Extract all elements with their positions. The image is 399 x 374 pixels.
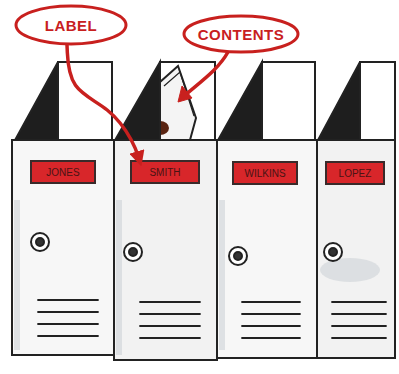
box-top-triangle	[217, 62, 262, 142]
callout-text: CONTENTS	[198, 26, 285, 43]
box-back-panel	[360, 62, 395, 142]
finger-hole	[124, 243, 142, 261]
name-label-plate: JONES	[30, 160, 96, 184]
box-top-triangle	[317, 62, 360, 142]
box-shadow	[320, 258, 380, 282]
finger-hole-core	[129, 248, 137, 256]
box-top-triangle	[14, 62, 58, 142]
vent-slot-group	[140, 302, 200, 338]
vent-slot-group	[38, 300, 98, 336]
contents-leader-line	[184, 52, 228, 96]
box-back-panel	[262, 62, 315, 142]
name-label-plate: SMITH	[130, 160, 200, 184]
box-top-triangle	[114, 62, 160, 142]
vent-slots	[38, 300, 386, 338]
box-front-panel	[217, 140, 317, 358]
box-shading	[14, 200, 380, 355]
box-front-panel	[114, 140, 217, 360]
callout-ellipse: LABEL	[14, 4, 128, 46]
box-shadow	[14, 200, 20, 350]
name-label-plate: WILKINS	[232, 161, 298, 185]
callout-text: LABEL	[45, 17, 98, 34]
contents-paper-fold	[164, 72, 194, 116]
box-back-panel	[58, 62, 112, 142]
label-text: JONES	[46, 167, 79, 178]
vent-slot-group	[332, 302, 386, 338]
vent-slot-group	[242, 302, 300, 338]
box-shadow	[219, 200, 225, 350]
finger-hole-core	[329, 248, 337, 256]
finger-hole-core	[36, 238, 44, 246]
name-label-plate: LOPEZ	[325, 161, 385, 185]
finger-hole	[229, 247, 247, 265]
finger-hole-core	[234, 252, 242, 260]
finger-hole	[324, 243, 342, 261]
file-boxes	[12, 62, 395, 360]
box-shadow	[116, 200, 122, 355]
label-text: WILKINS	[244, 168, 285, 179]
contents-leader-arrowhead	[178, 86, 192, 102]
box-front-panel	[12, 140, 114, 355]
ellipse-border	[16, 6, 126, 44]
callout-arrow	[67, 45, 140, 162]
ellipse-border	[184, 16, 298, 52]
callout-ellipse: CONTENTS	[182, 14, 300, 54]
finger-hole	[31, 233, 49, 251]
finger-holes	[31, 233, 342, 265]
box-front-panel	[317, 140, 395, 358]
label-text: LOPEZ	[339, 168, 372, 179]
label-text: SMITH	[149, 167, 180, 178]
